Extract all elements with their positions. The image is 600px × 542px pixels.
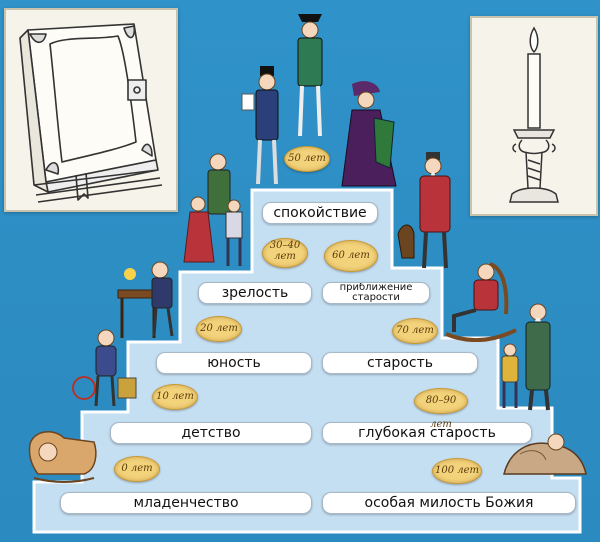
- age-coin-left-2: 20 лет: [196, 316, 242, 342]
- child-with-hoop-figure: [72, 329, 137, 407]
- stage-label-right-0: приближение старости: [322, 282, 430, 304]
- age-coin-right-0: 60 лет: [324, 240, 378, 272]
- man-with-dog-figure: [397, 152, 451, 269]
- young-couple-figure: [183, 153, 243, 266]
- candle-illustration-box: [470, 16, 598, 216]
- stage-label-left-0: младенчество: [60, 492, 312, 514]
- age-coin-left-1: 10 лет: [152, 384, 198, 410]
- lady-in-cloak-figure: [341, 81, 397, 187]
- book-illustration-box: [4, 8, 178, 212]
- stage-label-top: спокойствие: [262, 202, 378, 224]
- age-coin-right-3: 100 лет: [432, 458, 482, 484]
- age-coin-right-1: 70 лет: [392, 318, 438, 344]
- rocking-chair-figure: [445, 262, 517, 342]
- stage-label-right-2: глубокая старость: [322, 422, 532, 444]
- stage-label-left-3: зрелость: [198, 282, 312, 304]
- age-coin-left-0: 0 лет: [114, 456, 160, 482]
- gentlemen-figure: [241, 14, 323, 185]
- student-at-desk-figure: [117, 261, 174, 338]
- stage-label-left-1: детство: [110, 422, 312, 444]
- deathbed-figure: [503, 433, 587, 475]
- old-man-with-boy-figure: [501, 303, 551, 411]
- stage-label-right-1: старость: [322, 352, 478, 374]
- candle-icon: [509, 26, 559, 203]
- book-icon: [19, 23, 163, 203]
- stage-label-left-2: юность: [156, 352, 312, 374]
- age-coin-right-2: 80–90 лет: [414, 388, 468, 430]
- stage-label-right-3: особая милость Божия: [322, 492, 576, 514]
- age-coin-left-3: 30–40 лет: [262, 238, 308, 268]
- infant-cradle-figure: [28, 431, 97, 483]
- age-coin-top: 50 лет: [284, 146, 330, 172]
